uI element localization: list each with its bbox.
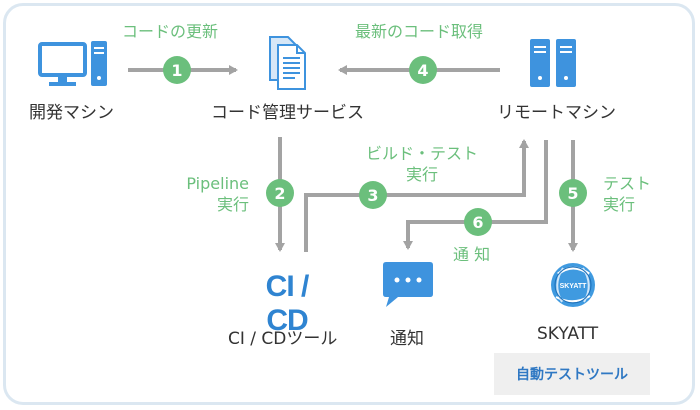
step-circle-5: 5 xyxy=(559,179,587,207)
svg-text:SKYATT: SKYATT xyxy=(560,283,588,290)
step-circle-3: 3 xyxy=(359,181,387,209)
skyatt-logo: SKYATT xyxy=(551,263,595,307)
step-1-label: コードの更新 xyxy=(122,22,219,41)
step-5-label-line1: テスト xyxy=(603,174,652,193)
step-5-label-line2: 実行 xyxy=(603,195,636,214)
svg-text:3: 3 xyxy=(367,186,378,205)
chat-bubble-icon xyxy=(383,262,433,307)
step-3-label-line2: 実行 xyxy=(405,165,438,184)
servers-icon xyxy=(530,39,576,87)
skyatt-label: SKYATT xyxy=(537,324,599,344)
step-circle-6: 6 xyxy=(464,208,492,236)
step-2-label-line1: Pipeline xyxy=(186,174,249,193)
step-2-label-line2: 実行 xyxy=(216,195,249,214)
dev-machine-label: 開発マシン xyxy=(29,103,114,123)
svg-text:1: 1 xyxy=(171,61,182,80)
documents-icon xyxy=(269,36,306,90)
svg-text:6: 6 xyxy=(472,213,483,232)
svg-text:5: 5 xyxy=(567,184,578,203)
cicd-logo: CI / CD xyxy=(265,270,310,337)
cicd-tool-label: CI / CDツール xyxy=(228,329,338,349)
step-2-label: Pipeline 実行 xyxy=(161,173,249,215)
desktop-computer-icon xyxy=(38,41,107,86)
step-circle-2: 2 xyxy=(266,179,294,207)
step-circle-1: 1 xyxy=(163,56,191,84)
step-6-label: 通 知 xyxy=(453,245,491,264)
code-service-label: コード管理サービス xyxy=(211,103,364,123)
svg-text:4: 4 xyxy=(417,61,428,80)
arrow-step-3 xyxy=(304,139,529,252)
step-3-label: ビルド・テスト 実行 xyxy=(356,143,488,185)
step-5-label: テスト 実行 xyxy=(603,173,651,215)
svg-text:2: 2 xyxy=(274,184,285,203)
auto-test-tool-badge: 自動テストツール xyxy=(494,353,650,395)
step-4-label: 最新のコード取得 xyxy=(355,22,484,41)
step-circle-4: 4 xyxy=(409,56,437,84)
notify-label: 通知 xyxy=(390,329,424,349)
step-3-label-line1: ビルド・テスト xyxy=(365,144,478,163)
remote-machine-label: リモートマシン xyxy=(497,103,616,123)
